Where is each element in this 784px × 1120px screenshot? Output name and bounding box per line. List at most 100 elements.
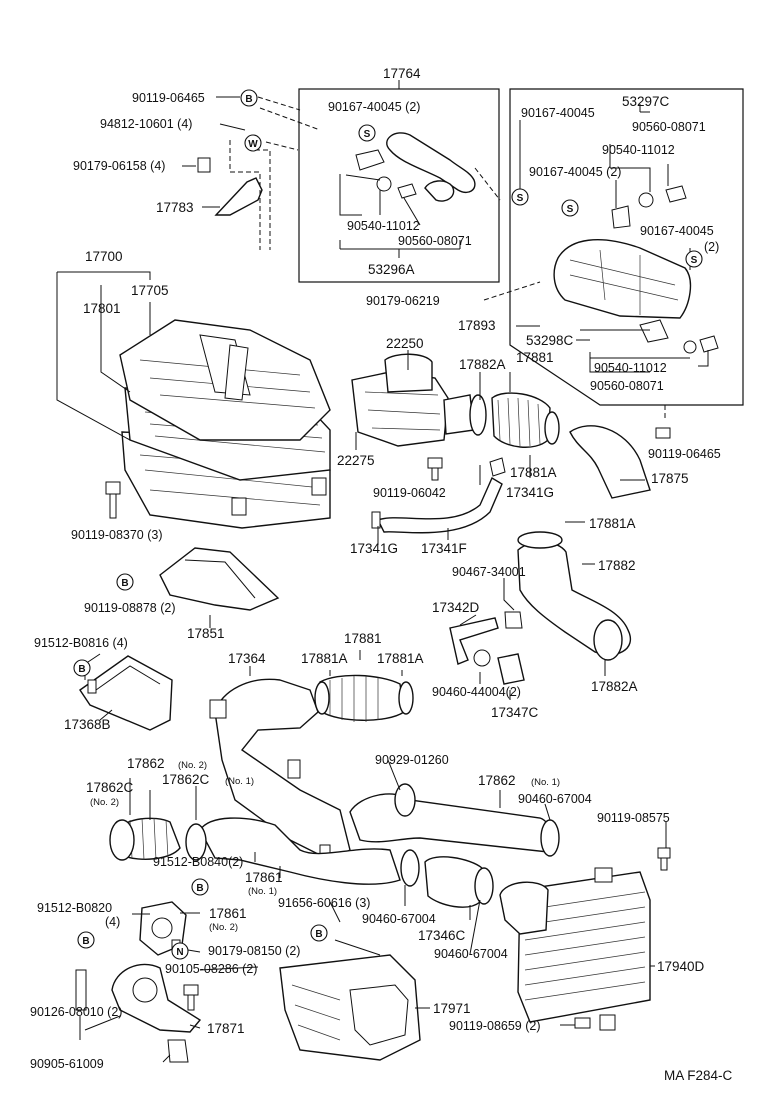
marker-s-box-b-3: S [685, 250, 703, 268]
label-17862-no2: 17862 [127, 756, 165, 771]
label-90119-08370: 90119-08370 (3) [71, 528, 163, 542]
marker-w-94812: W [244, 134, 262, 152]
marker-b-91512-b0816: B [73, 659, 91, 677]
label-90460-67004-a: 90460-67004 [518, 792, 592, 806]
grommet-90179-06158 [197, 157, 211, 173]
svg-text:S: S [517, 193, 524, 204]
svg-text:B: B [196, 883, 203, 894]
clamp-90460-67004-b [400, 849, 420, 887]
svg-text:S: S [567, 204, 574, 215]
label-17875: 17875 [651, 471, 689, 486]
clamp-53297c [611, 205, 631, 229]
label-90119-08659: 90119-08659 (2) [449, 1019, 541, 1033]
clamp-17881a-b [398, 681, 414, 715]
svg-text:B: B [82, 936, 89, 947]
label-90560-08071-box: 90560-08071 [398, 234, 472, 248]
bolt-90119-06465-right [655, 427, 671, 439]
hose-17341f [377, 476, 503, 534]
clamp-17341g-right [489, 457, 506, 477]
bolt-90119-08659 [574, 1017, 591, 1029]
svg-text:B: B [245, 94, 252, 105]
label-17940d: 17940D [657, 959, 705, 974]
bolt-90105-08286 [183, 984, 199, 1011]
label-17342d: 17342D [432, 600, 480, 615]
label-17861-no2: 17861 [209, 906, 247, 921]
hose-17346c [424, 856, 483, 908]
label-17368b: 17368B [64, 717, 111, 732]
label-17882a-bot: 17882A [591, 679, 638, 694]
marker-n-90179-08150: N [171, 942, 189, 960]
marker-b-91656: B [310, 924, 328, 942]
label-53297c: 53297C [622, 94, 670, 109]
bolt-90119-08370 [105, 481, 121, 519]
hose-17342d [449, 617, 499, 665]
label-17341g-r: 17341G [506, 485, 554, 500]
label-90119-08878: 90119-08878 (2) [84, 601, 176, 615]
label-code: MA F284-C [664, 1068, 733, 1083]
label-90460-67004-b: 90460-67004 [362, 912, 436, 926]
label-90119-06042: 90119-06042 [373, 486, 446, 500]
label-17783: 17783 [156, 200, 194, 215]
label-no2-b: (No. 2) [90, 797, 119, 808]
svg-text:S: S [364, 129, 371, 140]
svg-text:W: W [248, 139, 258, 150]
plug-90905-61009 [167, 1039, 189, 1063]
hose-17881-mid [319, 674, 405, 721]
label-no1-c: (No. 1) [248, 886, 277, 897]
label-90179-06158: 90179-06158 (4) [73, 159, 165, 173]
label-17881a-r: 17881A [589, 516, 636, 531]
clamp-90460-44004 [473, 649, 491, 667]
label-53296a: 53296A [368, 262, 415, 277]
label-90540-11012-r: 90540-11012 [602, 143, 675, 157]
clamp-53298c [639, 319, 669, 343]
label-17862c-m: 17862C [162, 772, 210, 787]
label-90119-06465-top: 90119-06465 [132, 91, 205, 105]
clamp-17882a-top [469, 394, 487, 436]
label-90540-11012-box: 90540-11012 [347, 219, 420, 233]
bolt-90119-06042 [427, 457, 443, 481]
label-91512-b0840: 91512-B0840(2) [153, 855, 243, 869]
label-17862-no1: 17862 [478, 773, 516, 788]
label-17862c-l: 17862C [86, 780, 134, 795]
label-91512-b0820: 91512-B0820 [37, 901, 112, 915]
svg-text:B: B [121, 578, 128, 589]
label-17700: 17700 [85, 249, 123, 264]
label-17347c: 17347C [491, 705, 539, 720]
kit-box-53297c [509, 88, 744, 406]
label-17881a-a: 17881A [301, 651, 348, 666]
duct-17893 [553, 239, 692, 319]
label-90560-08071-r: 90560-08071 [632, 120, 706, 134]
marker-s-box-b-1: S [511, 188, 529, 206]
marker-b-90119-08878: B [116, 573, 134, 591]
svg-text:B: B [78, 664, 85, 675]
bracket-17783 [214, 177, 263, 216]
label-17851: 17851 [187, 626, 225, 641]
label-90905-61009: 90905-61009 [30, 1057, 104, 1071]
marker-s-box-b-2: S [561, 199, 579, 217]
clamp-17341g-left [371, 511, 381, 529]
label-17705: 17705 [131, 283, 169, 298]
label-17341f: 17341F [421, 541, 467, 556]
label-17882a-top: 17882A [459, 357, 506, 372]
label-17881-top: 17881 [516, 350, 554, 365]
label-17341g-l: 17341G [350, 541, 398, 556]
clamp-17862c-no1 [185, 823, 207, 861]
hose-17881 [491, 392, 551, 448]
hose-53296a [386, 132, 476, 194]
label-90105-08286: 90105-08286 (2) [165, 962, 257, 976]
clamp-17862c-no2 [109, 819, 135, 861]
grommet-53297c [638, 192, 654, 208]
marker-b-90119-06465: B [240, 89, 258, 107]
label-90460-44004: 90460-44004(2) [432, 685, 521, 699]
label-90540-11012-lo: 90540-11012 [594, 361, 667, 375]
label-no1-a: (No. 1) [225, 776, 254, 787]
label-17364: 17364 [228, 651, 266, 666]
label-17881a-b: 17881A [377, 651, 424, 666]
clamp-90929-01260 [394, 783, 416, 817]
svg-text:S: S [691, 255, 698, 266]
label-17801: 17801 [83, 301, 121, 316]
label-17871: 17871 [207, 1021, 245, 1036]
clamp-17882a-bottom [593, 619, 623, 661]
clamp-90460-67004-a [540, 819, 560, 857]
hose-17862-no2 [117, 817, 181, 860]
